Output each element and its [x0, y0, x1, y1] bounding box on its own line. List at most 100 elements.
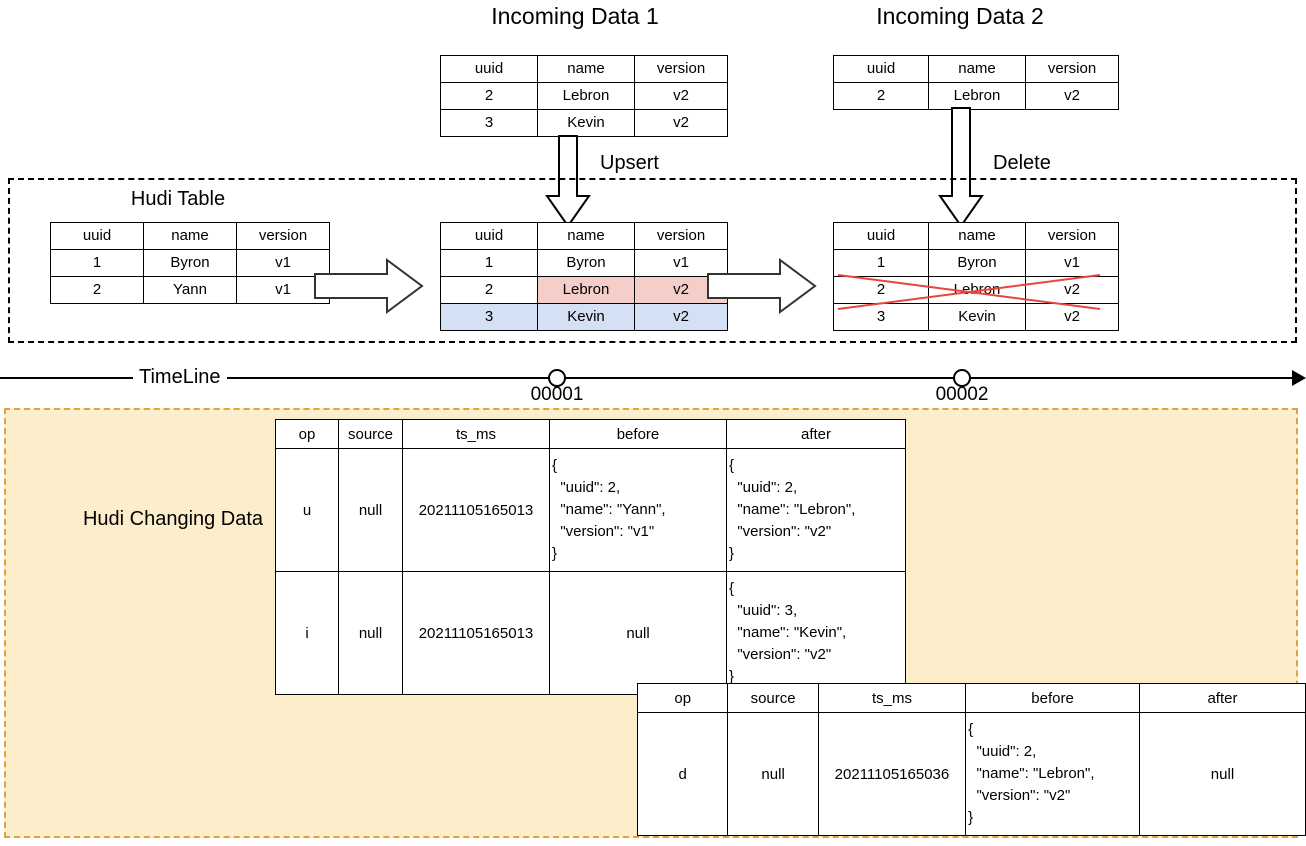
- column-header-version: version: [1025, 55, 1119, 83]
- table-row: 3 Kevin v2: [833, 303, 1119, 331]
- cell-before: { "uuid": 2, "name": "Lebron", "version"…: [965, 712, 1140, 836]
- table-row: i null 20211105165013 null { "uuid": 3, …: [275, 571, 906, 695]
- column-header-ts-ms: ts_ms: [817, 683, 967, 713]
- cdc-upsert-table: op source ts_ms before after u null 2021…: [275, 419, 906, 695]
- delete-label: Delete: [993, 152, 1051, 174]
- table-row: 1 Byron v1: [50, 249, 330, 277]
- column-header-uuid: uuid: [440, 222, 538, 250]
- cell-uuid: 2: [440, 276, 538, 304]
- transition-arrow-1: [314, 258, 425, 314]
- column-header-version: version: [634, 55, 728, 83]
- cell-uuid: 3: [440, 109, 538, 137]
- table-row: 1 Byron v1: [440, 249, 728, 277]
- cell-ts-ms: 20211105165013: [402, 571, 550, 695]
- column-header-name: name: [537, 55, 635, 83]
- column-header-before: before: [549, 419, 727, 449]
- table-header-row: uuid name version: [833, 222, 1119, 250]
- table-row: 2 Lebron v2: [440, 82, 728, 110]
- column-header-op: op: [636, 683, 729, 713]
- cell-before: null: [549, 571, 727, 695]
- cell-version: v2: [634, 303, 728, 331]
- column-header-uuid: uuid: [833, 55, 929, 83]
- table-header-row: uuid name version: [833, 55, 1119, 83]
- hudi-initial-table: uuid name version 1 Byron v1 2 Yann v1: [50, 222, 330, 304]
- table-header-row: uuid name version: [440, 222, 728, 250]
- column-header-after: after: [726, 419, 906, 449]
- table-header-row: uuid name version: [440, 55, 728, 83]
- timeline-label: TimeLine: [133, 366, 227, 389]
- column-header-version: version: [634, 222, 728, 250]
- hudi-initial-table-wrap: uuid name version 1 Byron v1 2 Yann v1: [50, 222, 330, 304]
- hudi-after-upsert-table: uuid name version 1 Byron v1 2 Lebron v2…: [440, 222, 728, 331]
- cdc-delete-table-wrap: op source ts_ms before after d null 2021…: [636, 683, 1306, 836]
- cell-version: v2: [634, 82, 728, 110]
- column-header-uuid: uuid: [833, 222, 929, 250]
- incoming-data-1-table: uuid name version 2 Lebron v2 3 Kevin v2: [440, 55, 728, 137]
- incoming-data-2-table-wrap: uuid name version 2 Lebron v2: [833, 55, 1119, 110]
- cell-op: u: [275, 448, 339, 572]
- cell-version: v2: [1025, 276, 1119, 304]
- cell-name: Kevin: [537, 303, 635, 331]
- cell-after: { "uuid": 2, "name": "Lebron", "version"…: [726, 448, 906, 572]
- column-header-source: source: [727, 683, 819, 713]
- incoming-data-2-table: uuid name version 2 Lebron v2: [833, 55, 1119, 110]
- cell-name: Byron: [143, 249, 237, 277]
- cell-after: null: [1138, 712, 1306, 836]
- column-header-ts-ms: ts_ms: [402, 419, 550, 449]
- cell-name: Lebron: [928, 82, 1026, 110]
- cell-version: v1: [236, 249, 330, 277]
- cell-ts-ms: 20211105165036: [817, 712, 967, 836]
- cell-source: null: [727, 712, 819, 836]
- column-header-op: op: [275, 419, 339, 449]
- table-header-row: op source ts_ms before after: [636, 683, 1306, 713]
- cell-version: v2: [1025, 303, 1119, 331]
- cell-after: { "uuid": 3, "name": "Kevin", "version":…: [726, 571, 906, 695]
- table-row-inserted: 3 Kevin v2: [440, 303, 728, 331]
- cell-uuid: 3: [440, 303, 538, 331]
- table-row: 3 Kevin v2: [440, 109, 728, 137]
- cell-version: v2: [1025, 82, 1119, 110]
- hudi-changing-data-label: Hudi Changing Data: [82, 508, 264, 530]
- upsert-arrow: [544, 135, 592, 228]
- column-header-source: source: [338, 419, 403, 449]
- column-header-name: name: [143, 222, 237, 250]
- table-row: 2 Yann v1: [50, 276, 330, 304]
- cell-source: null: [338, 448, 403, 572]
- hudi-table-title: Hudi Table: [130, 188, 226, 210]
- column-header-uuid: uuid: [440, 55, 538, 83]
- table-row: u null 20211105165013 { "uuid": 2, "name…: [275, 448, 906, 572]
- column-header-uuid: uuid: [50, 222, 144, 250]
- timeline-tick-label-00002: 00002: [935, 384, 989, 405]
- cell-ts-ms: 20211105165013: [402, 448, 550, 572]
- cell-name: Kevin: [928, 303, 1026, 331]
- cell-name: Yann: [143, 276, 237, 304]
- table-header-row: op source ts_ms before after: [275, 419, 906, 449]
- cell-uuid: 1: [50, 249, 144, 277]
- cdc-upsert-table-wrap: op source ts_ms before after u null 2021…: [275, 419, 906, 695]
- incoming-data-1-title: Incoming Data 1: [491, 3, 659, 29]
- cell-version: v1: [1025, 249, 1119, 277]
- incoming-data-2-title: Incoming Data 2: [876, 3, 1044, 29]
- transition-arrow-2: [707, 258, 818, 314]
- cell-version: v1: [634, 249, 728, 277]
- incoming-data-1-table-wrap: uuid name version 2 Lebron v2 3 Kevin v2: [440, 55, 728, 137]
- timeline-tick-label-00001: 00001: [530, 384, 584, 405]
- table-header-row: uuid name version: [50, 222, 330, 250]
- cell-name: Lebron: [537, 82, 635, 110]
- cell-name: Kevin: [537, 109, 635, 137]
- column-header-name: name: [928, 55, 1026, 83]
- hudi-after-upsert-table-wrap: uuid name version 1 Byron v1 2 Lebron v2…: [440, 222, 728, 331]
- column-header-version: version: [1025, 222, 1119, 250]
- cdc-delete-table: op source ts_ms before after d null 2021…: [636, 683, 1306, 836]
- column-header-before: before: [965, 683, 1140, 713]
- cell-name: Lebron: [537, 276, 635, 304]
- cell-uuid: 2: [833, 82, 929, 110]
- column-header-version: version: [236, 222, 330, 250]
- cell-name: Byron: [537, 249, 635, 277]
- column-header-name: name: [537, 222, 635, 250]
- cell-source: null: [338, 571, 403, 695]
- delete-arrow: [937, 107, 985, 228]
- column-header-name: name: [928, 222, 1026, 250]
- cell-op: i: [275, 571, 339, 695]
- cell-op: d: [636, 712, 729, 836]
